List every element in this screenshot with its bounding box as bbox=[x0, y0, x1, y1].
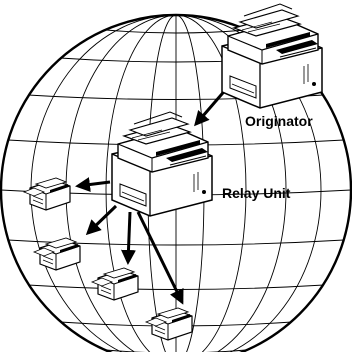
relay-unit-label: Relay Unit bbox=[222, 185, 291, 201]
arrow-relay-to-unit-3 bbox=[120, 211, 136, 265]
originator-label: Originator bbox=[245, 113, 313, 129]
originator-fax-machine bbox=[221, 3, 323, 109]
arrow-relay-to-unit-4 bbox=[136, 211, 184, 305]
arrow-relay-to-unit-2 bbox=[85, 204, 118, 236]
arrow-relay-to-unit-1 bbox=[75, 177, 111, 192]
